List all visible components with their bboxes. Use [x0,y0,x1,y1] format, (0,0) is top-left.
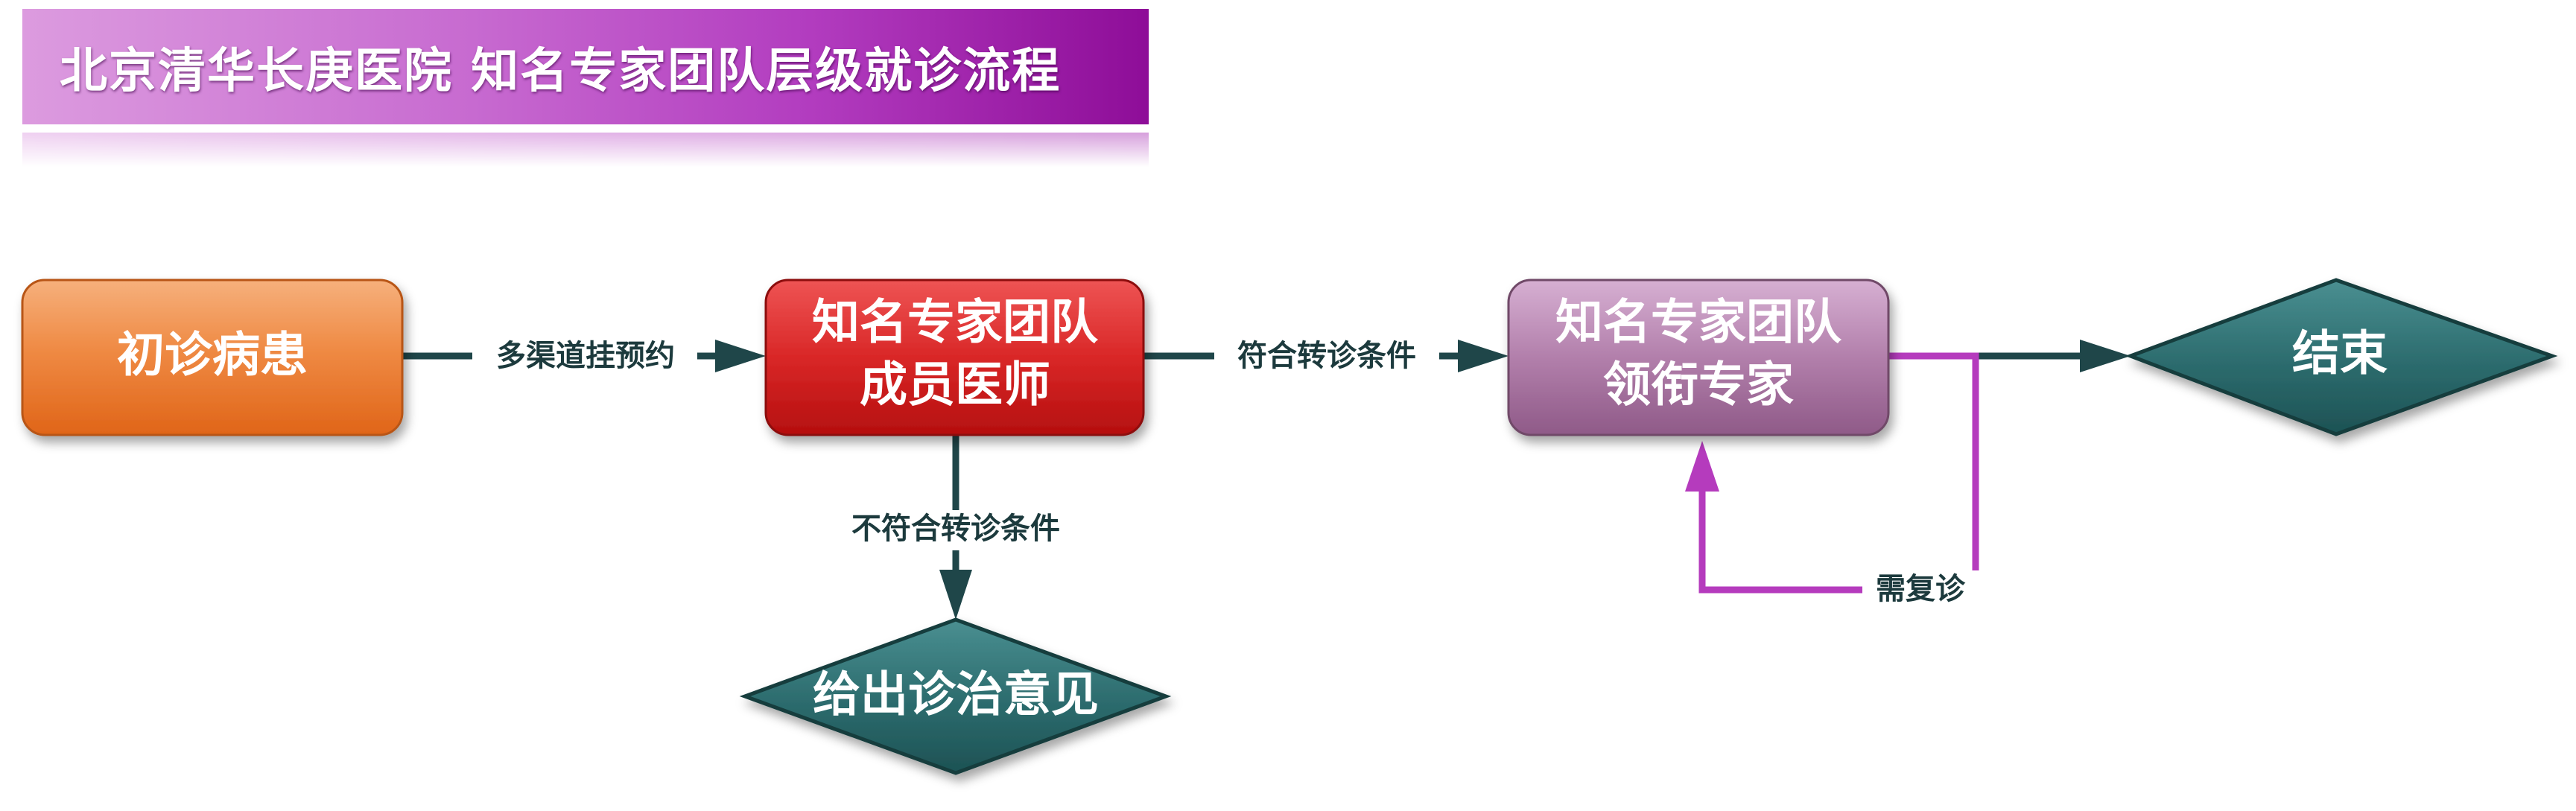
node-team-member-line2: 成员医师 [860,357,1050,413]
node-team-member-line1: 知名专家团队 [812,295,1099,351]
edge-label-revisit: 需复诊 [1876,571,1966,606]
node-advice-label: 给出诊治意见 [813,667,1099,723]
title-text: 北京清华长庚医院 知名专家团队层级就诊流程 [60,42,1062,99]
node-advice: 给出诊治意见 [739,617,1172,775]
edge-label-meets-criteria: 符合转诊条件 [1237,338,1416,373]
page-title: 北京清华长庚医院 知名专家团队层级就诊流程 [22,9,1149,124]
node-team-leader-line2: 领衔专家 [1603,357,1794,413]
node-team-leader-line1: 知名专家团队 [1555,295,1842,351]
node-end-label: 结束 [2292,326,2388,382]
connector-leader-to-end [1978,340,2131,372]
connector-member-to-advice [939,436,972,620]
title-reflection [22,133,1149,167]
edge-label-not-meets-criteria: 不符合转诊条件 [851,511,1060,546]
node-team-member: 知名专家团队 成员医师 [764,279,1145,436]
edge-label-appointment: 多渠道挂预约 [496,338,675,373]
node-first-visit-label: 初诊病患 [117,328,308,384]
node-end: 结束 [2125,278,2558,436]
node-team-leader: 知名专家团队 领衔专家 [1507,279,1890,436]
node-first-visit: 初诊病患 [21,279,404,436]
